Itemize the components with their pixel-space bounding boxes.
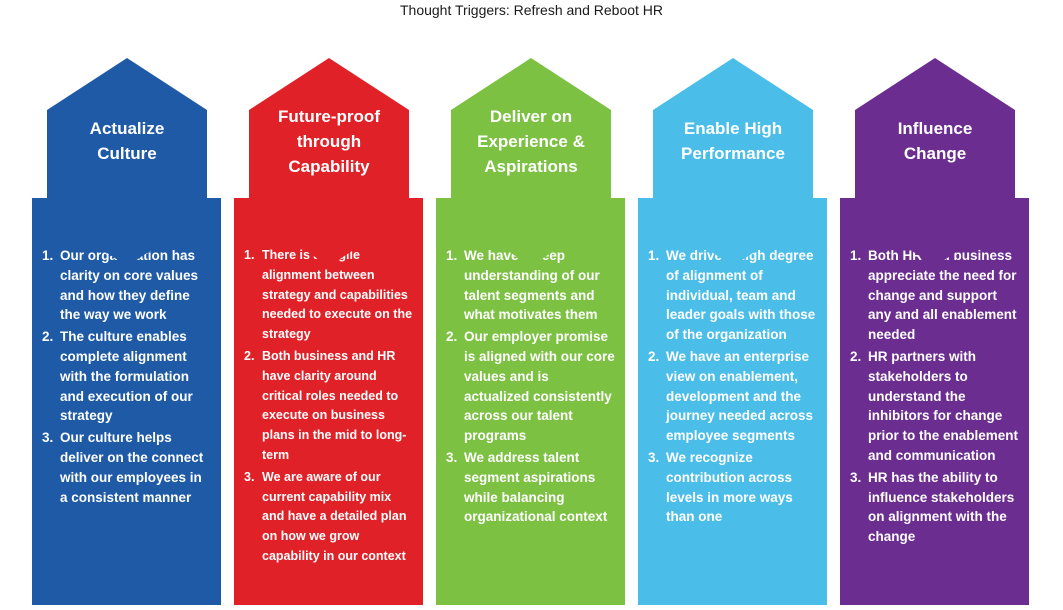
list-item: 3. We recognize contribution across level… — [648, 448, 819, 527]
column-panel: 1. Both HR and business appreciate the ne… — [840, 198, 1029, 605]
item-list: 1. There is an agile alignment between st… — [234, 198, 423, 567]
item-text: We address talent segment aspirations wh… — [464, 449, 608, 525]
page-title: Thought Triggers: Refresh and Reboot HR — [399, 2, 664, 18]
column-enable-performance: Enable High Performance 1. We drive a hig… — [638, 0, 827, 610]
column-heading: Enable High Performance — [681, 119, 785, 163]
column-influence-change: Influence Change 1. Both HR and business … — [840, 0, 1029, 610]
item-list: 1. Our organization has clarity on core v… — [32, 198, 221, 507]
item-text: We drive a high degree of alignment of i… — [666, 248, 816, 343]
item-number: 3. — [648, 449, 660, 465]
item-number: 3. — [42, 430, 54, 446]
column-panel: 1. We drive a high degree of alignment of… — [638, 198, 827, 605]
item-number: 1. — [42, 248, 54, 263]
list-item: 1. We have a deep understanding of our ta… — [446, 246, 617, 325]
list-item: 3. Our culture helps deliver on the conne… — [42, 428, 213, 507]
hexagon-header: Influence Change — [855, 58, 1015, 266]
item-text: We have an enterprise view on enablement… — [666, 348, 814, 444]
column-heading: Actualize Culture — [89, 119, 165, 163]
hexagon-header: Enable High Performance — [653, 58, 813, 266]
item-number: 3. — [850, 469, 862, 485]
column-panel: 1. Our organization has clarity on core v… — [32, 198, 221, 605]
item-text: We are aware of our current capability m… — [262, 469, 407, 563]
list-item: 2. The culture enables complete alignment… — [42, 327, 213, 426]
item-text: Our culture helps deliver on the connect… — [60, 430, 204, 505]
list-item: 3. HR has the ability to influence stakeh… — [850, 468, 1021, 547]
item-text: HR has the ability to influence stakehol… — [868, 469, 1015, 545]
column-deliver-experience: Deliver on Experience & Aspirations 1. We… — [436, 0, 625, 610]
list-item: 2. HR partners with stakeholders to under… — [850, 347, 1021, 466]
item-number: 2. — [446, 329, 458, 345]
column-actualize-culture: Actualize Culture 1. Our organization has… — [32, 0, 221, 610]
item-number: 2. — [244, 348, 255, 363]
list-item: 3. We are aware of our current capability… — [244, 468, 415, 567]
item-text: Our organization has clarity on core val… — [60, 248, 199, 323]
list-item: 1. We drive a high degree of alignment of… — [648, 246, 819, 345]
list-item: 2. We have an enterprise view on enableme… — [648, 347, 819, 446]
item-list: 1. Both HR and business appreciate the ne… — [840, 198, 1029, 547]
column-heading: Influence Change — [897, 119, 973, 163]
item-number: 2. — [648, 348, 660, 364]
item-text: We recognize contribution across levels … — [666, 449, 793, 525]
list-item: 2. Our employer promise is aligned with o… — [446, 327, 617, 446]
item-text: The culture enables complete alignment w… — [60, 329, 193, 424]
item-text: Both business and HR have clarity around… — [262, 348, 407, 462]
column-panel: 1. There is an agile alignment between st… — [234, 198, 423, 605]
list-item: 1. Both HR and business appreciate the ne… — [850, 246, 1021, 345]
item-list: 1. We drive a high degree of alignment of… — [638, 198, 827, 527]
item-text: We have a deep understanding of our tale… — [464, 248, 600, 323]
item-number: 2. — [850, 348, 862, 364]
item-number: 1. — [850, 248, 862, 263]
column-heading: Future-proof through Capability — [278, 106, 380, 176]
item-number: 3. — [446, 449, 458, 465]
item-number: 3. — [244, 469, 255, 484]
item-number: 1. — [648, 248, 660, 263]
column-heading: Deliver on Experience & Aspirations — [477, 106, 585, 176]
item-number: 2. — [42, 329, 54, 345]
item-text: HR partners with stakeholders to underst… — [868, 348, 1019, 463]
item-list: 1. We have a deep understanding of our ta… — [436, 198, 625, 527]
column-future-proof: Future-proof through Capability 1. There … — [234, 0, 423, 610]
column-panel: 1. We have a deep understanding of our ta… — [436, 198, 625, 605]
item-text: Both HR and business appreciate the need… — [868, 248, 1017, 343]
list-item: 1. Our organization has clarity on core v… — [42, 246, 213, 325]
item-number: 1. — [446, 248, 458, 263]
item-text: There is an agile alignment between stra… — [262, 248, 413, 342]
item-text: Our employer promise is aligned with our… — [464, 329, 615, 444]
item-number: 1. — [244, 248, 255, 262]
list-item: 3. We address talent segment aspirations … — [446, 448, 617, 527]
list-item: 2. Both business and HR have clarity arou… — [244, 347, 415, 466]
